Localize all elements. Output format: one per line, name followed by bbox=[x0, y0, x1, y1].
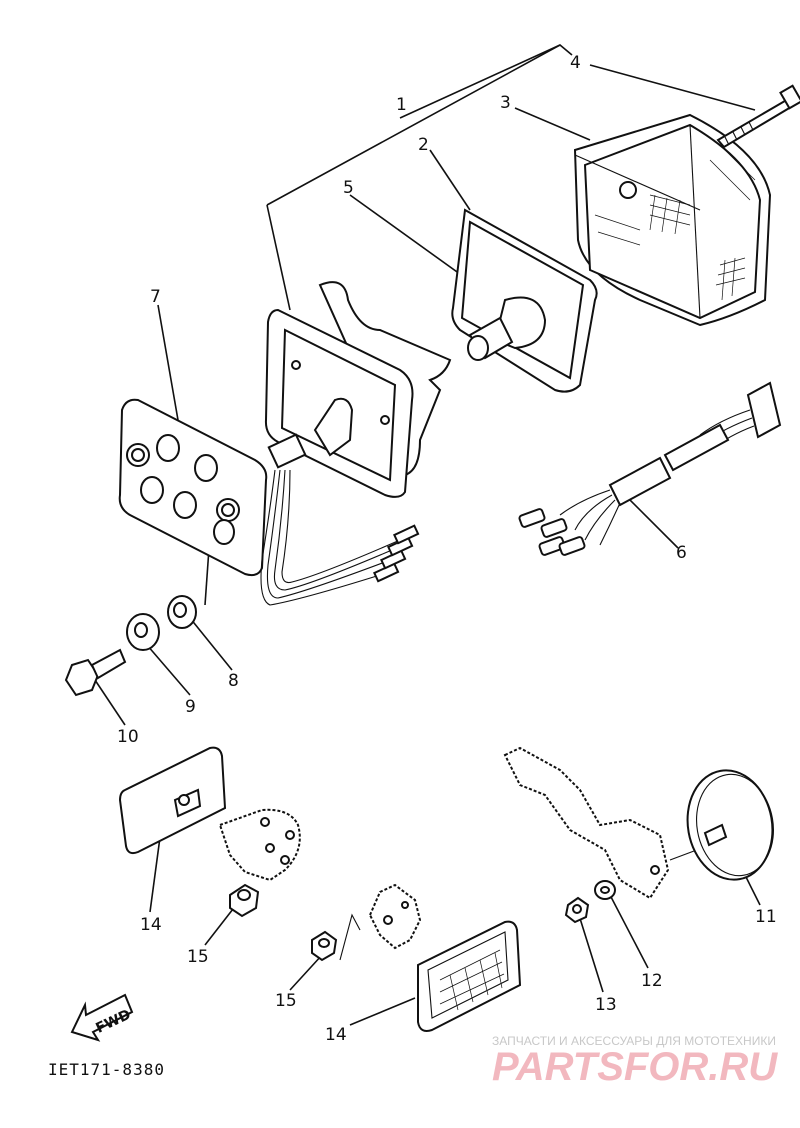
bolt-10 bbox=[64, 648, 127, 697]
callout-13: 13 bbox=[595, 995, 617, 1015]
washer-12 bbox=[594, 880, 616, 900]
fwd-arrow-icon: FWD bbox=[70, 993, 133, 1042]
callout-6: 6 bbox=[676, 543, 687, 563]
grommet-8 bbox=[167, 595, 197, 629]
bracket-lower bbox=[368, 883, 422, 950]
round-reflector bbox=[686, 769, 775, 881]
callout-15-upper: 15 bbox=[187, 947, 209, 967]
leader-lines bbox=[94, 44, 761, 1026]
bulb bbox=[467, 296, 547, 361]
callout-8: 8 bbox=[228, 671, 239, 691]
callout-10: 10 bbox=[117, 727, 139, 747]
light-housing bbox=[264, 281, 452, 498]
callout-11: 11 bbox=[755, 907, 777, 927]
washer-9 bbox=[126, 613, 160, 651]
diagram-code: IET171-8380 bbox=[48, 1060, 165, 1079]
wire-harness bbox=[518, 381, 782, 556]
callout-5: 5 bbox=[343, 178, 354, 198]
callout-3: 3 bbox=[500, 93, 511, 113]
reflector-upper bbox=[118, 746, 227, 855]
tail-light-lens bbox=[573, 113, 772, 327]
callout-4: 4 bbox=[570, 53, 581, 73]
callout-14-lower: 14 bbox=[325, 1025, 347, 1045]
callout-12: 12 bbox=[641, 971, 663, 991]
watermark: ЗАПЧАСТИ И АКСЕССУАРЫ ДЛЯ МОТОТЕХНИКИ PA… bbox=[492, 1034, 778, 1089]
holder-plate bbox=[118, 398, 268, 577]
nut-15-lower bbox=[311, 930, 338, 962]
nut-13 bbox=[564, 896, 590, 924]
housing-wires bbox=[260, 469, 420, 606]
watermark-site: PARTSFOR.RU bbox=[492, 1045, 778, 1089]
callout-2: 2 bbox=[418, 135, 429, 155]
screw-4 bbox=[716, 84, 800, 149]
nut-15-upper bbox=[229, 883, 260, 918]
callout-14-upper: 14 bbox=[140, 915, 162, 935]
reflector-lower bbox=[417, 920, 522, 1032]
watermark-tagline: ЗАПЧАСТИ И АКСЕССУАРЫ ДЛЯ МОТОТЕХНИКИ bbox=[492, 1034, 776, 1048]
callout-1: 1 bbox=[396, 95, 407, 115]
bracket-upper bbox=[218, 808, 301, 882]
mount-bracket-right bbox=[503, 746, 670, 900]
callout-7: 7 bbox=[150, 287, 161, 307]
callout-9: 9 bbox=[185, 697, 196, 717]
callout-15-lower: 15 bbox=[275, 991, 297, 1011]
callout-labels: 1 2 3 4 5 6 7 8 9 10 11 12 13 14 15 15 1… bbox=[117, 53, 777, 1045]
